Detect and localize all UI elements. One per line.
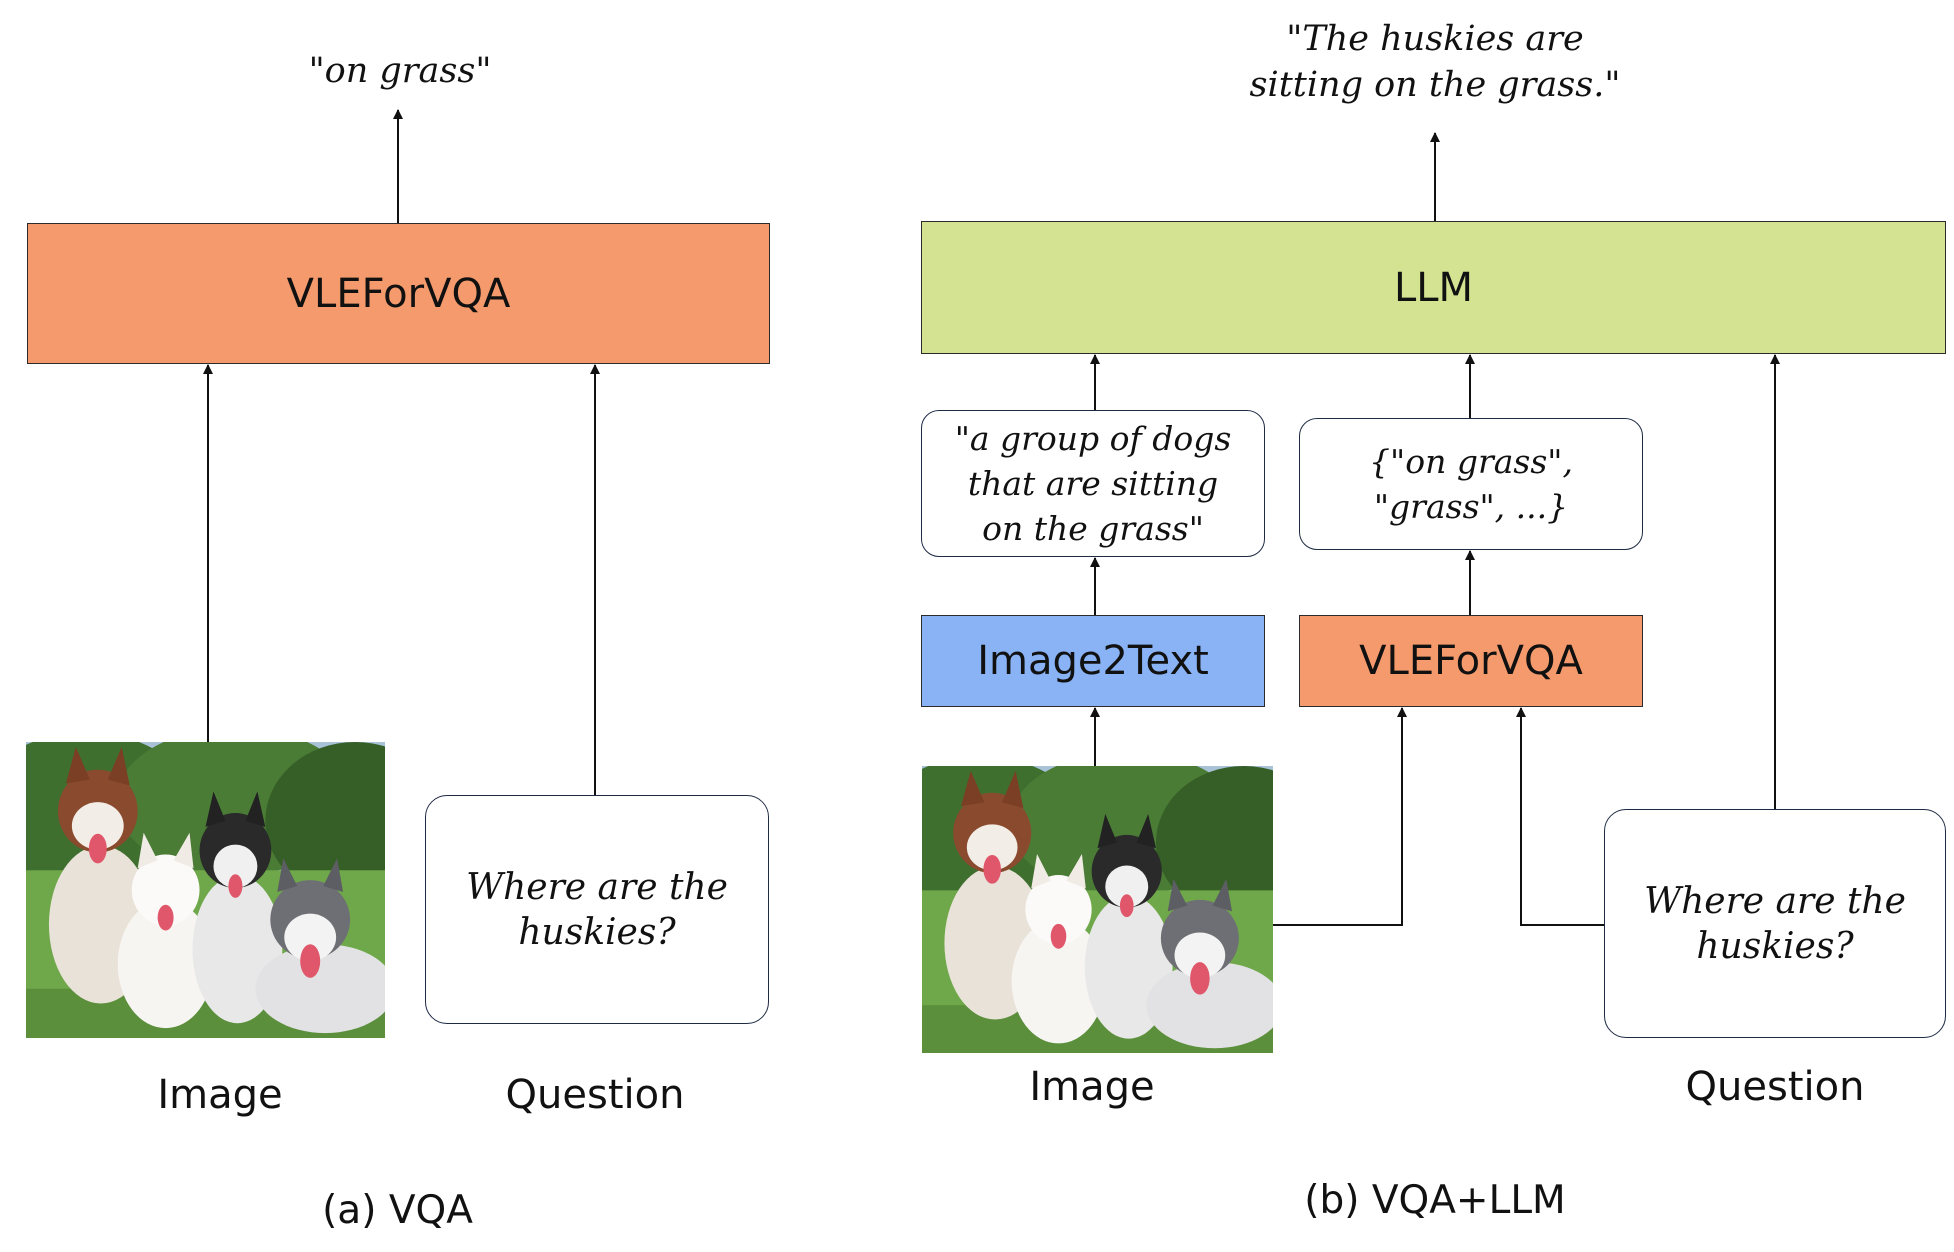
panel-b-question-label: Question bbox=[1685, 1064, 1865, 1110]
panel-b-caption-box: "a group of dogs that are sitting on the… bbox=[921, 410, 1265, 557]
panel-b-output-line1: "The huskies are bbox=[1286, 19, 1584, 59]
panel-a-image-label: Image bbox=[157, 1072, 283, 1118]
panel-a-question-box: Where are the huskies? bbox=[425, 795, 769, 1024]
panel-a-vqa-module: VLEForVQA bbox=[27, 223, 770, 364]
panel-b-image-label: Image bbox=[1029, 1064, 1155, 1110]
husky-dogs-photo-a bbox=[26, 742, 385, 1038]
husky-dogs-photo-b bbox=[922, 766, 1273, 1053]
panel-a-output: "on grass" bbox=[308, 51, 492, 91]
panel-a-question-text: Where are the huskies? bbox=[466, 866, 728, 953]
arrow-b-question-to-vqa bbox=[1516, 707, 1604, 926]
panel-b-answers-box: {"on grass", "grass", ...} bbox=[1299, 418, 1643, 550]
husky-dogs-photo-icon bbox=[26, 742, 385, 1038]
panel-b-vqa-module: VLEForVQA bbox=[1299, 615, 1643, 707]
husky-dogs-photo-icon bbox=[922, 766, 1273, 1053]
panel-b-caption: (b) VQA+LLM bbox=[1304, 1178, 1566, 1223]
arrow-b-image-to-vqa bbox=[1273, 707, 1407, 926]
panel-b-output-line2: sitting on the grass." bbox=[1249, 65, 1621, 105]
panel-a-question-label: Question bbox=[505, 1072, 685, 1118]
panel-b-question-text: Where are the huskies? bbox=[1644, 880, 1906, 967]
panel-a-caption: (a) VQA bbox=[322, 1188, 473, 1233]
panel-b-output: "The huskies are sitting on the grass." bbox=[1235, 16, 1635, 108]
panel-b-caption-text: "a group of dogs that are sitting on the… bbox=[954, 419, 1232, 548]
panel-b-image2text-module: Image2Text bbox=[921, 615, 1265, 707]
panel-b-llm-module: LLM bbox=[921, 221, 1946, 354]
panel-b-question-box: Where are the huskies? bbox=[1604, 809, 1946, 1038]
panel-b-answers-text: {"on grass", "grass", ...} bbox=[1369, 442, 1573, 526]
